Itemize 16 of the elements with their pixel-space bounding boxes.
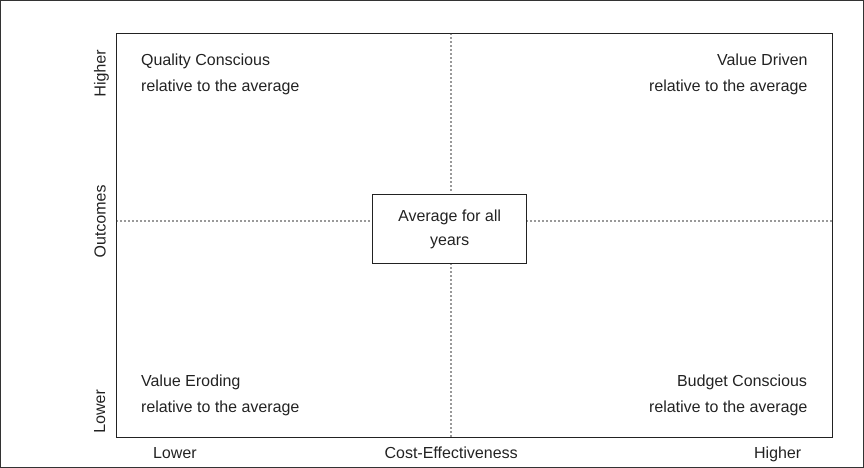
quadrant-note: relative to the average [649, 77, 808, 97]
axis-label: Lower [90, 389, 110, 433]
axis-label: Higher [91, 49, 110, 97]
quadrant-title: Quality Conscious [141, 51, 270, 71]
quadrant-title: Budget Conscious [677, 372, 807, 392]
quadrant-title: Value Eroding [141, 372, 240, 392]
axis-title: Cost-Effectiveness [384, 444, 518, 464]
quadrant-frame [116, 33, 833, 438]
axis-label: Higher [754, 444, 802, 464]
axis-title: Outcomes [90, 184, 110, 258]
quadrant-note: relative to the average [649, 398, 808, 418]
axis-label: Lower [153, 444, 197, 464]
quadrant-note: relative to the average [141, 77, 300, 97]
center-box: Average for all years [372, 194, 527, 264]
quadrant-title: Value Driven [717, 51, 808, 71]
quadrant-note: relative to the average [141, 398, 300, 418]
